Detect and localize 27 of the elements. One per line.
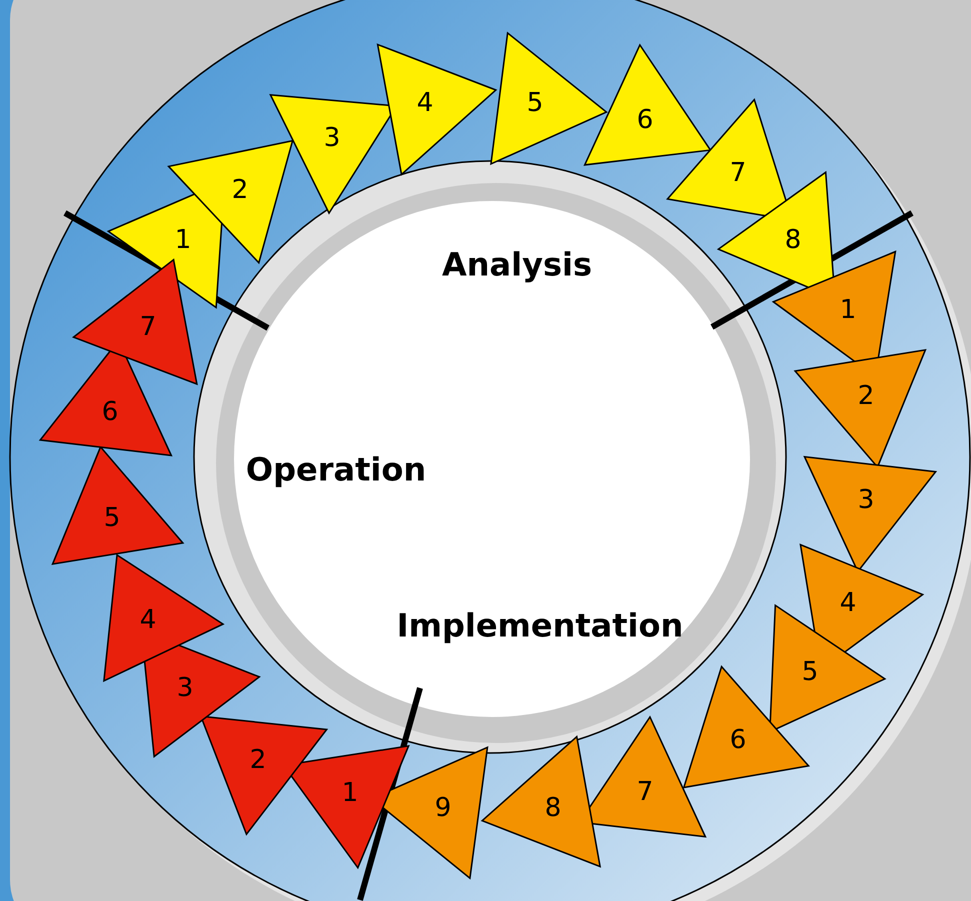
step-number: 7 <box>140 314 156 340</box>
step-number: 3 <box>324 125 340 151</box>
step-number: 2 <box>232 177 248 203</box>
step-number: 7 <box>636 779 654 805</box>
step-number: 7 <box>730 160 746 186</box>
step-number: 6 <box>102 399 118 425</box>
step-number: 1 <box>840 297 856 323</box>
phase-label: Operation <box>246 452 426 488</box>
step-number: 6 <box>730 727 746 753</box>
step-number: 9 <box>434 795 452 821</box>
step-number: 2 <box>250 747 266 773</box>
step-number: 3 <box>176 675 194 701</box>
step-number: 5 <box>802 659 818 685</box>
step-number: 4 <box>140 607 156 633</box>
step-number: 8 <box>544 795 562 821</box>
step-number: 1 <box>174 227 192 253</box>
step-number: 1 <box>342 780 358 806</box>
step-number: 2 <box>858 383 874 409</box>
phase-label: Analysis <box>442 247 592 283</box>
step-number: 6 <box>636 107 654 133</box>
step-number: 8 <box>784 227 802 253</box>
step-number: 4 <box>840 590 856 616</box>
phase-label: Implementation <box>396 608 684 644</box>
step-number: 5 <box>526 90 544 116</box>
step-number: 5 <box>104 505 120 531</box>
step-number: 3 <box>858 487 874 513</box>
step-number: 4 <box>416 90 434 116</box>
